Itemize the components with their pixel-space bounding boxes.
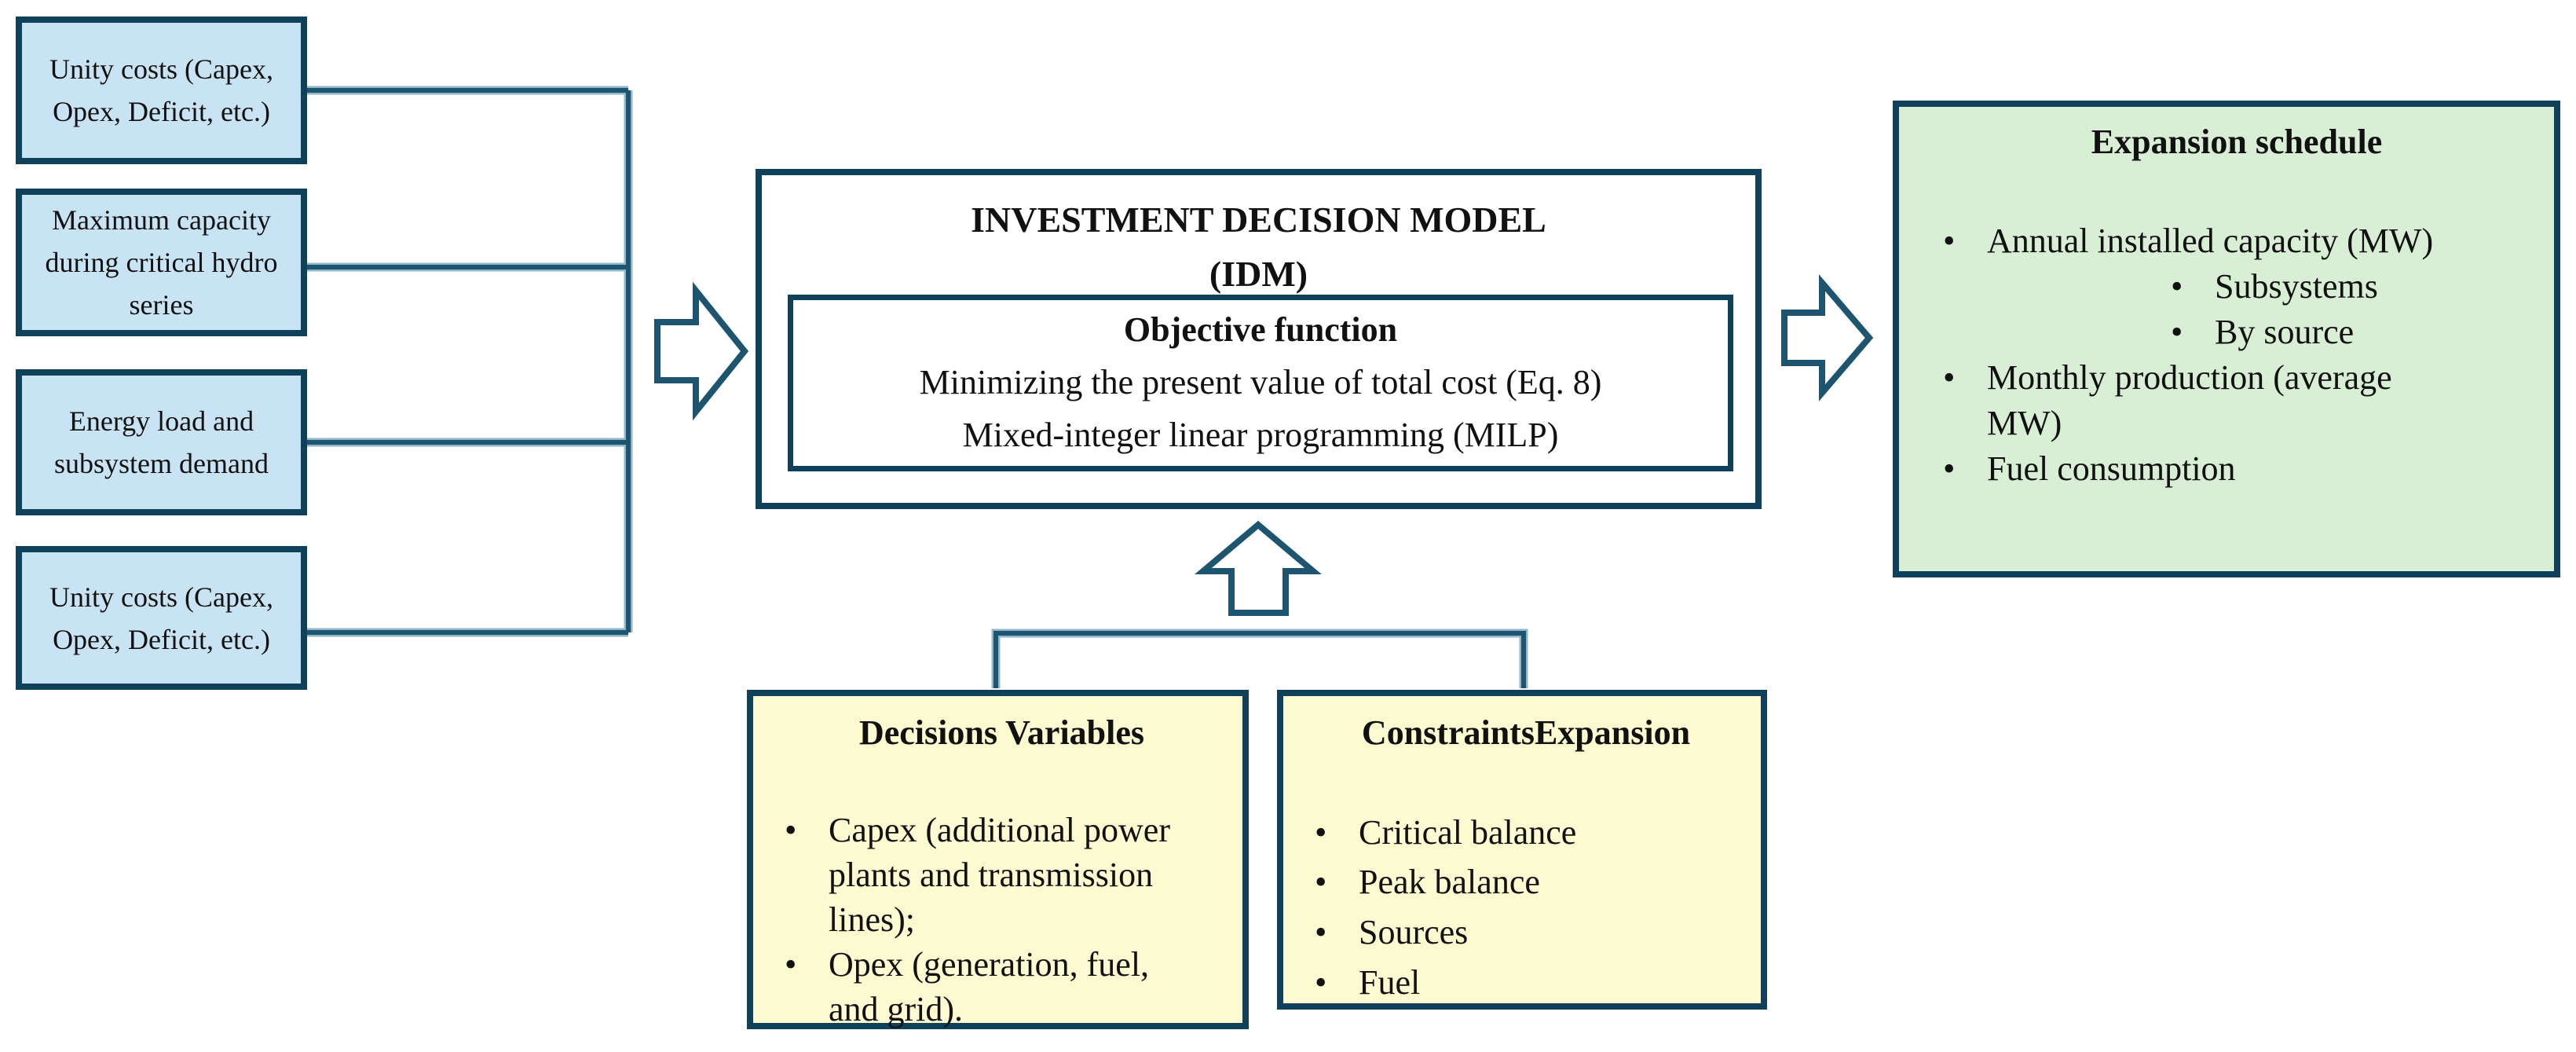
objective-function-box: Objective function Minimizing the presen… xyxy=(788,295,1733,471)
expansion-sub-text: By source xyxy=(2215,312,2355,351)
constraint-text: Critical balance xyxy=(1359,812,1577,852)
objective-line2: Mixed-integer linear programming (MILP) xyxy=(962,415,1559,454)
input-box-unity-costs-bottom: Unity costs (Capex, Opex, Deficit, etc.) xyxy=(16,546,307,690)
arrow-model-to-output xyxy=(1781,274,1874,401)
model-title: INVESTMENT DECISION MODEL (IDM) xyxy=(762,192,1755,301)
input-label: Unity costs (Capex, Opex, Deficit, etc.) xyxy=(49,581,273,655)
bullet-icon xyxy=(1943,218,1987,264)
bullet-icon xyxy=(1315,907,1359,958)
constraint-text: Peak balance xyxy=(1359,863,1540,902)
input-box-unity-costs-top: Unity costs (Capex, Opex, Deficit, etc.) xyxy=(16,16,307,164)
bullet-icon xyxy=(785,808,829,943)
input-label: Energy load and subsystem demand xyxy=(54,405,269,479)
objective-line1: Minimizing the present value of total co… xyxy=(919,363,1602,402)
expansion-schedule-box: Expansion schedule Annual installed capa… xyxy=(1893,101,2560,577)
decision-variable-text: Capex (additional power plants and trans… xyxy=(829,810,1170,939)
expansion-item-text: Monthly production (average MW) xyxy=(1987,357,2392,442)
input-label: Maximum capacity during critical hydro s… xyxy=(45,204,278,321)
constraint-text: Sources xyxy=(1359,913,1469,952)
investment-decision-model-box: INVESTMENT DECISION MODEL (IDM) Objectiv… xyxy=(756,169,1762,509)
expansion-sub-item: Subsystems xyxy=(2171,264,2530,310)
constraint-item: Peak balance xyxy=(1315,857,1737,907)
bullet-icon xyxy=(2171,310,2215,355)
model-title-line1: INVESTMENT DECISION MODEL xyxy=(971,200,1546,240)
objective-title: Objective function xyxy=(1123,310,1398,350)
decision-variables-box: Decisions Variables Capex (additional po… xyxy=(747,690,1249,1029)
constraint-item: Sources xyxy=(1315,907,1737,958)
constraint-item: Fuel xyxy=(1315,958,1737,1008)
input-box-max-capacity: Maximum capacity during critical hydro s… xyxy=(16,189,307,336)
expansion-item: Fuel consumption xyxy=(1943,446,2530,492)
expansion-item-text: Fuel consumption xyxy=(1987,449,2236,488)
expansion-sub-text: Subsystems xyxy=(2215,266,2378,306)
decision-variable-text: Opex (generation, fuel, and grid). xyxy=(829,945,1150,1029)
input-label: Unity costs (Capex, Opex, Deficit, etc.) xyxy=(49,53,273,127)
expansion-sub-item: By source xyxy=(2171,310,2530,355)
decision-variables-title: Decisions Variables xyxy=(858,713,1145,752)
bullet-icon xyxy=(1315,958,1359,1008)
connector-bottom-bracket xyxy=(993,631,1526,688)
input-connector-lines xyxy=(307,88,1526,688)
model-title-line2: (IDM) xyxy=(1209,254,1308,294)
decision-variable-item: Capex (additional power plants and trans… xyxy=(785,808,1219,943)
bullet-icon xyxy=(1943,355,1987,446)
expansion-title: Expansion schedule xyxy=(2091,123,2383,161)
input-box-energy-load: Energy load and subsystem demand xyxy=(16,369,307,515)
constraint-item: Critical balance xyxy=(1315,808,1737,858)
bullet-icon xyxy=(1315,808,1359,858)
expansion-item: Annual installed capacity (MW) xyxy=(1943,218,2530,264)
constraints-expansion-box: ConstraintsExpansion Critical balance Pe… xyxy=(1277,690,1767,1010)
bullet-icon xyxy=(785,942,829,1032)
decision-variable-item: Opex (generation, fuel, and grid). xyxy=(785,942,1219,1032)
bullet-icon xyxy=(1943,446,1987,492)
constraints-title: ConstraintsExpansion xyxy=(1361,713,1691,752)
expansion-item: Monthly production (average MW) xyxy=(1943,355,2530,446)
bullet-icon xyxy=(2171,264,2215,310)
constraint-text: Fuel xyxy=(1359,962,1421,1002)
arrow-bottom-to-model xyxy=(1195,520,1322,616)
arrow-inputs-to-model xyxy=(654,281,749,421)
bullet-icon xyxy=(1315,857,1359,907)
expansion-item-text: Annual installed capacity (MW) xyxy=(1987,221,2434,260)
